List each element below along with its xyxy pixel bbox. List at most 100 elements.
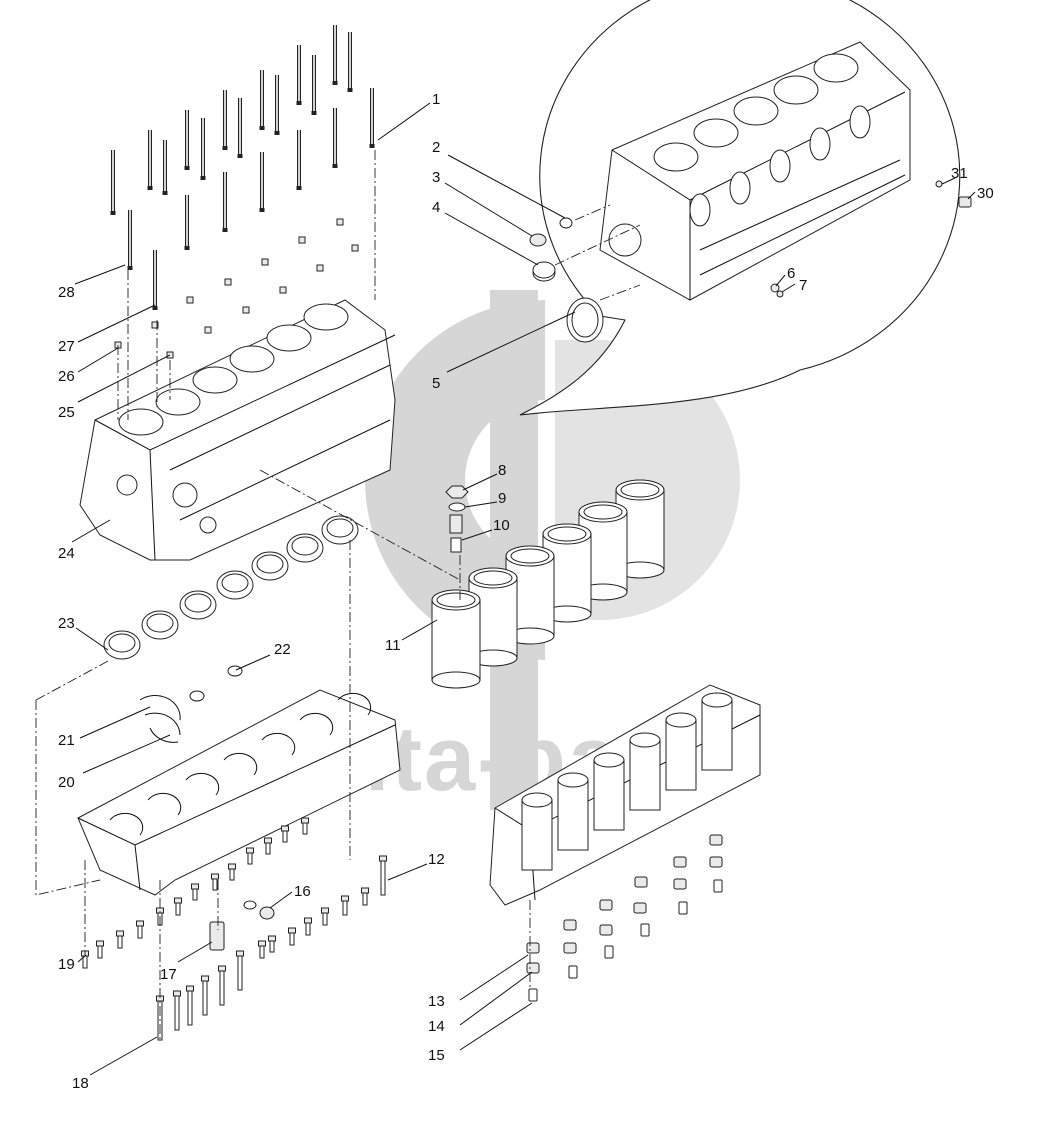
crankcase-bolt [191, 883, 199, 901]
callout-9: 9 [498, 490, 506, 507]
bearing-shell [286, 533, 324, 563]
cap-stud [568, 965, 578, 979]
head-bolt [332, 108, 338, 168]
bearing-shell [216, 570, 254, 600]
part-8-9-10-valve [445, 485, 469, 553]
crankcase-bolts [81, 817, 387, 1041]
head-bolt [237, 98, 243, 158]
crankcase-bolt [301, 817, 309, 835]
callout-5: 5 [432, 375, 440, 392]
crankcase-bolt [211, 873, 219, 891]
bearing-shell [103, 630, 141, 660]
leader-lines [71, 102, 976, 1076]
callout-30: 30 [977, 185, 994, 202]
callout-21: 21 [58, 732, 75, 749]
head-bolt [332, 25, 338, 85]
cap-nut [599, 899, 613, 911]
head-bolt [222, 172, 228, 232]
head-bolt [152, 250, 158, 310]
dowel-pin [316, 264, 324, 272]
dowel-pin [242, 306, 250, 314]
cap-stud [678, 901, 688, 915]
crankcase-bolt [236, 950, 244, 991]
callout-1: 1 [432, 91, 440, 108]
crankcase-bolt [218, 965, 226, 1006]
crankcase-bolt [228, 863, 236, 881]
callout-7: 7 [799, 277, 807, 294]
callout-20: 20 [58, 774, 75, 791]
crankcase-bolt [258, 940, 266, 959]
head-bolt [296, 130, 302, 190]
part-30-31-plug [935, 180, 972, 208]
cap-nut [634, 876, 648, 888]
dowel-pin [186, 296, 194, 304]
detail-engine-block [599, 41, 911, 301]
crankcase-bolt [246, 847, 254, 865]
bearing-shell [251, 551, 289, 581]
callout-31: 31 [951, 165, 968, 182]
cap-nut [599, 924, 613, 936]
cap-nut [526, 962, 540, 974]
callout-8: 8 [498, 462, 506, 479]
dowel-pin [298, 236, 306, 244]
head-bolt [259, 70, 265, 130]
dowel-pin [261, 258, 269, 266]
head-bolt [110, 150, 116, 215]
cap-nut [673, 878, 687, 890]
crankcase-bolt [361, 887, 369, 906]
part-16-plug [243, 900, 275, 920]
head-bolt [296, 45, 302, 105]
callout-4: 4 [432, 199, 440, 216]
head-bolt [162, 140, 168, 195]
part-6-7-fitting [770, 283, 784, 298]
callout-28: 28 [58, 284, 75, 301]
cap-nut [563, 942, 577, 954]
part-5-gasket-ring [566, 297, 604, 343]
cylinder-liner [431, 589, 481, 689]
callout-14: 14 [428, 1018, 445, 1035]
head-bolt [147, 130, 153, 190]
bearing-shell [141, 610, 179, 640]
callout-17: 17 [160, 966, 177, 983]
cap-nut [633, 902, 647, 914]
cap-stud [713, 879, 723, 893]
crankcase-bolt [264, 837, 272, 855]
dowel-pin [151, 321, 159, 329]
callout-27: 27 [58, 338, 75, 355]
callout-15: 15 [428, 1047, 445, 1064]
crankcase-bolt [96, 940, 104, 959]
crankcase-bolt [321, 907, 329, 926]
callout-12: 12 [428, 851, 445, 868]
part-2-seal-ring [559, 217, 573, 229]
head-bolt [184, 110, 190, 170]
head-bolt [259, 152, 265, 212]
cap-stud [604, 945, 614, 959]
callout-25: 25 [58, 404, 75, 421]
cylinder-liners [431, 479, 665, 689]
cylinder-liner [615, 479, 665, 579]
crankcase-bolt [186, 985, 194, 1026]
callout-13: 13 [428, 993, 445, 1010]
crankcase-bolt [201, 975, 209, 1016]
head-bolt [369, 88, 375, 148]
crankcase-bolt [281, 825, 289, 843]
crankcase-lower-frame [77, 689, 401, 896]
upper-engine-block [79, 299, 396, 561]
crankcase-bolt [341, 895, 349, 916]
crankcase-bolt [136, 920, 144, 939]
crankcase-bolt [174, 897, 182, 916]
callout-10: 10 [493, 517, 510, 534]
cylinder-liner [468, 567, 518, 667]
head-bolt [222, 90, 228, 150]
callout-2: 2 [432, 139, 440, 156]
callout-labels: 1 2 3 4 5 6 7 8 9 10 11 12 13 14 15 16 1… [58, 91, 994, 1092]
callout-22: 22 [274, 641, 291, 658]
callout-24: 24 [58, 545, 75, 562]
main-bearing-shells [103, 515, 359, 660]
head-bolt [127, 210, 133, 270]
dowel-pin [336, 218, 344, 226]
callout-6: 6 [787, 265, 795, 282]
callout-23: 23 [58, 615, 75, 632]
